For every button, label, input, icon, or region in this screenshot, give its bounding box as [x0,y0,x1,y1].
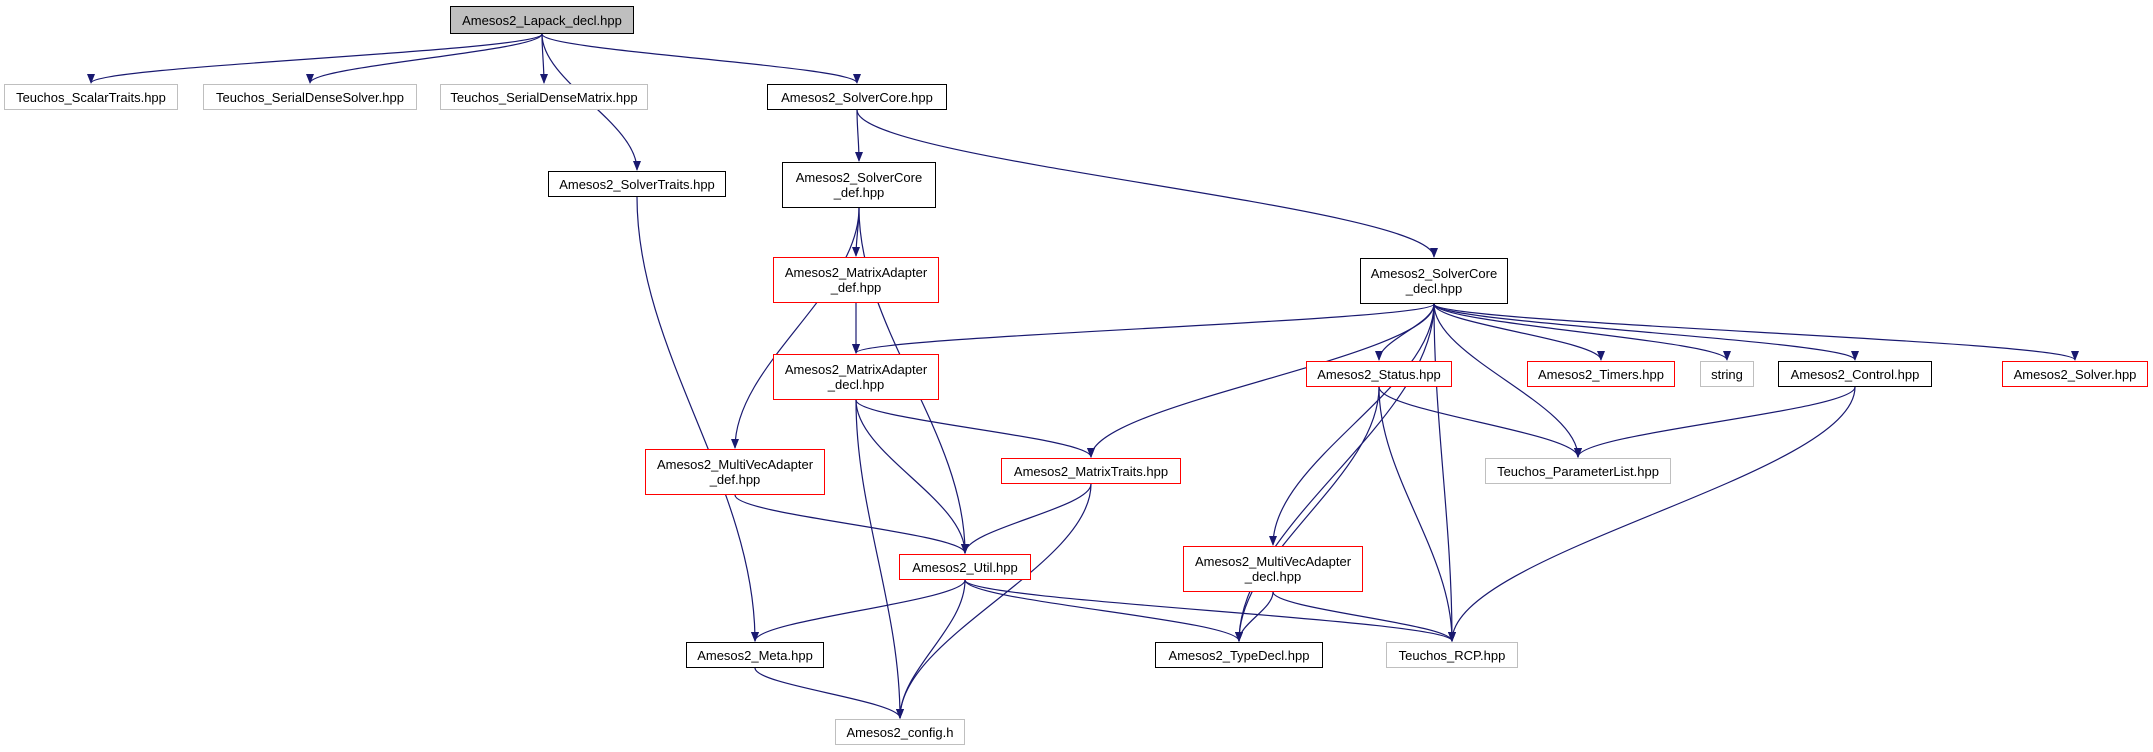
node-amesos2-typedecl[interactable]: Amesos2_TypeDecl.hpp [1155,642,1323,668]
edge-solvertraits-to-meta [636,196,759,642]
edge-control-to-rcp [1448,386,1856,642]
edge-solvercore_decl-to-string [1433,303,1731,361]
edge-solvercore_decl-to-multivecadapter_decl [1269,303,1435,546]
node-amesos2-solvertraits[interactable]: Amesos2_SolverTraits.hpp [548,171,726,197]
edge-status-to-rcp [1378,386,1456,642]
edge-solvercore-to-solvercore_def [854,109,863,162]
edge-matrixadapter_decl-to-config [855,399,904,719]
edge-solvercore_decl-to-status [1375,303,1435,361]
node-amesos2-lapack-decl[interactable]: Amesos2_Lapack_decl.hpp [450,6,634,34]
edge-util-to-config [896,579,966,719]
edge-control-to-parameterlist [1574,386,1856,458]
edge-solvercore_decl-to-rcp [1433,303,1456,642]
edge-multivecadapter_def-to-util [734,494,969,554]
node-amesos2-status[interactable]: Amesos2_Status.hpp [1306,361,1452,387]
edge-solvercore_decl-to-control [1433,303,1859,361]
node-amesos2-solvercore-def[interactable]: Amesos2_SolverCore _def.hpp [782,162,936,208]
edge-root-to-scalartraits [87,33,543,84]
node-amesos2-timers[interactable]: Amesos2_Timers.hpp [1527,361,1675,387]
node-amesos2-matrixadapter-decl[interactable]: Amesos2_MatrixAdapter _decl.hpp [773,354,939,400]
node-amesos2-multivecadapter-def[interactable]: Amesos2_MultiVecAdapter _def.hpp [645,449,825,495]
node-amesos2-solvercore-decl[interactable]: Amesos2_SolverCore _decl.hpp [1360,258,1508,304]
node-amesos2-control[interactable]: Amesos2_Control.hpp [1778,361,1932,387]
node-string[interactable]: string [1700,361,1754,387]
node-teuchos-scalartraits[interactable]: Teuchos_ScalarTraits.hpp [4,84,178,110]
edge-solvercore_decl-to-solver [1433,303,2079,361]
edge-matrixtraits-to-config [896,483,1092,719]
node-amesos2-multivecadapter-decl[interactable]: Amesos2_MultiVecAdapter _decl.hpp [1183,546,1363,592]
node-amesos2-matrixadapter-def[interactable]: Amesos2_MatrixAdapter _def.hpp [773,257,939,303]
node-teuchos-rcp[interactable]: Teuchos_RCP.hpp [1386,642,1518,668]
node-teuchos-parameterlist[interactable]: Teuchos_ParameterList.hpp [1485,458,1671,484]
edge-util-to-rcp [964,579,1456,642]
edge-solvercore-to-solvercore_decl [856,109,1438,258]
edge-solvercore_decl-to-typedecl [1235,303,1435,642]
node-amesos2-util[interactable]: Amesos2_Util.hpp [899,554,1031,580]
edge-util-to-meta [751,579,966,642]
node-amesos2-meta[interactable]: Amesos2_Meta.hpp [686,642,824,668]
node-teuchos-serialdensesolver[interactable]: Teuchos_SerialDenseSolver.hpp [203,84,417,110]
node-amesos2-solvercore[interactable]: Amesos2_SolverCore.hpp [767,84,947,110]
node-amesos2-config[interactable]: Amesos2_config.h [835,719,965,745]
edge-root-to-solvercore [541,33,861,84]
edge-root-to-serialdensesolver [306,33,543,84]
edge-solvercore_decl-to-timers [1433,303,1605,361]
edge-matrixtraits-to-util [961,483,1092,554]
edge-matrixadapter_decl-to-util [855,399,969,554]
edge-solvercore_def-to-multivecadapter_def [731,207,860,449]
edge-multivecadapter_decl-to-typedecl [1235,591,1274,642]
edge-matrixadapter_decl-to-matrixtraits [855,399,1095,458]
edge-status-to-typedecl [1235,386,1380,642]
edge-status-to-parameterlist [1378,386,1582,458]
node-amesos2-solver[interactable]: Amesos2_Solver.hpp [2002,361,2148,387]
edge-util-to-typedecl [964,579,1243,642]
edge-solvercore_decl-to-parameterlist [1433,303,1582,458]
edge-solvercore_decl-to-matrixadapter_decl [852,303,1435,354]
edge-meta-to-config [754,667,904,719]
edge-multivecadapter_decl-to-rcp [1272,591,1456,642]
node-amesos2-matrixtraits[interactable]: Amesos2_MatrixTraits.hpp [1001,458,1181,484]
node-teuchos-serialdensematrix[interactable]: Teuchos_SerialDenseMatrix.hpp [440,84,648,110]
